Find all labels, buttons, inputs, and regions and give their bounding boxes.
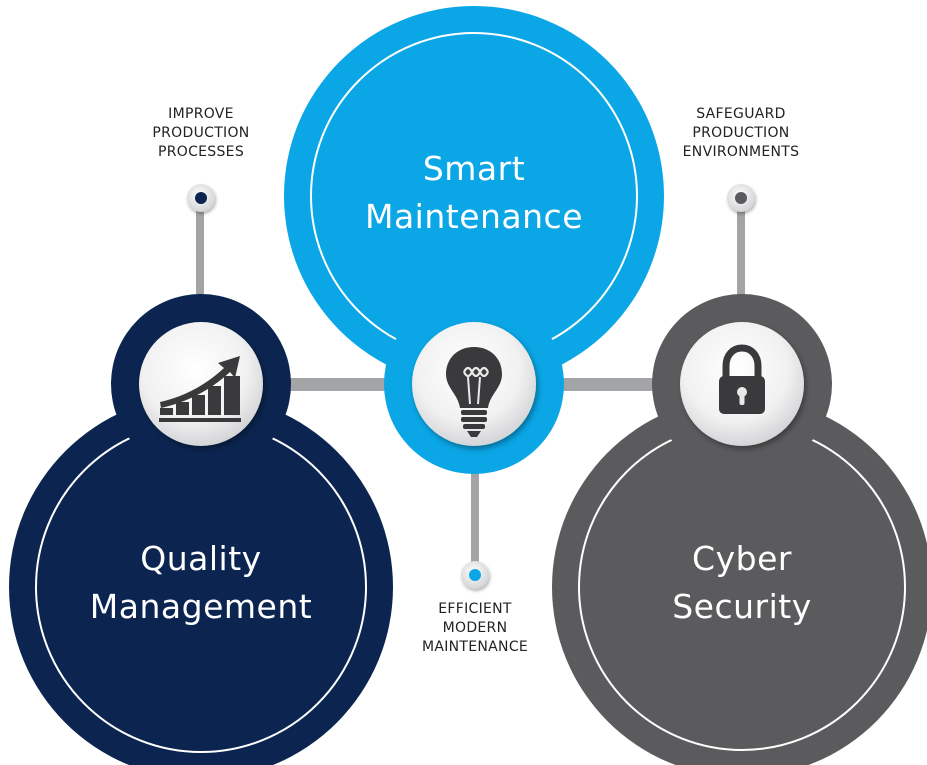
smart-callout-label: EFFICIENT MODERN MAINTENANCE xyxy=(400,600,550,657)
connector-right-vertical xyxy=(737,198,745,310)
smart-callout-dot-center xyxy=(469,569,481,581)
quality-icon-disc xyxy=(139,322,263,446)
connector-left-vertical xyxy=(196,198,204,310)
cyber-security-title-line-1: Cyber xyxy=(692,539,792,578)
smart-callout-line-3: MAINTENANCE xyxy=(421,639,529,655)
padlock-icon xyxy=(719,344,765,414)
quality-management-node xyxy=(9,294,393,765)
cyber-callout-line-1: SAFEGUARD xyxy=(696,106,786,122)
smart-maintenance-title: Smart Maintenance xyxy=(334,145,614,241)
connector-center-vertical xyxy=(471,450,479,575)
smart-maintenance-node xyxy=(284,6,664,474)
cyber-security-title: Cyber Security xyxy=(602,535,882,631)
cyber-callout-dot-center xyxy=(735,192,747,204)
quality-management-title: Quality Management xyxy=(61,535,341,631)
callout-dots xyxy=(187,184,755,589)
cyber-security-title-line-2: Security xyxy=(672,587,812,626)
cyber-security-circle xyxy=(552,397,927,765)
smart-maintenance-title-line-1: Smart xyxy=(422,149,526,188)
smart-callout-line-1: EFFICIENT xyxy=(438,601,512,617)
quality-callout-dot-center xyxy=(195,192,207,204)
cyber-callout-line-3: ENVIRONMENTS xyxy=(682,144,800,160)
lightbulb-icon xyxy=(446,347,502,437)
quality-management-circle xyxy=(9,395,393,765)
smart-callout-line-2: MODERN xyxy=(442,620,508,636)
cyber-callout-label: SAFEGUARD PRODUCTION ENVIRONMENTS xyxy=(661,105,821,162)
quality-callout-line-1: IMPROVE xyxy=(168,106,234,122)
bar-chart-growth-icon xyxy=(159,356,241,422)
quality-management-title-line-2: Management xyxy=(89,587,313,626)
cyber-callout-line-2: PRODUCTION xyxy=(692,125,790,141)
quality-callout-label: IMPROVE PRODUCTION PROCESSES xyxy=(131,105,271,162)
smart-maintenance-title-line-2: Maintenance xyxy=(364,197,584,236)
smart-maintenance-circle xyxy=(284,6,664,386)
quality-callout-line-2: PRODUCTION xyxy=(152,125,250,141)
quality-management-title-line-1: Quality xyxy=(140,539,262,578)
quality-callout-line-3: PROCESSES xyxy=(157,144,245,160)
